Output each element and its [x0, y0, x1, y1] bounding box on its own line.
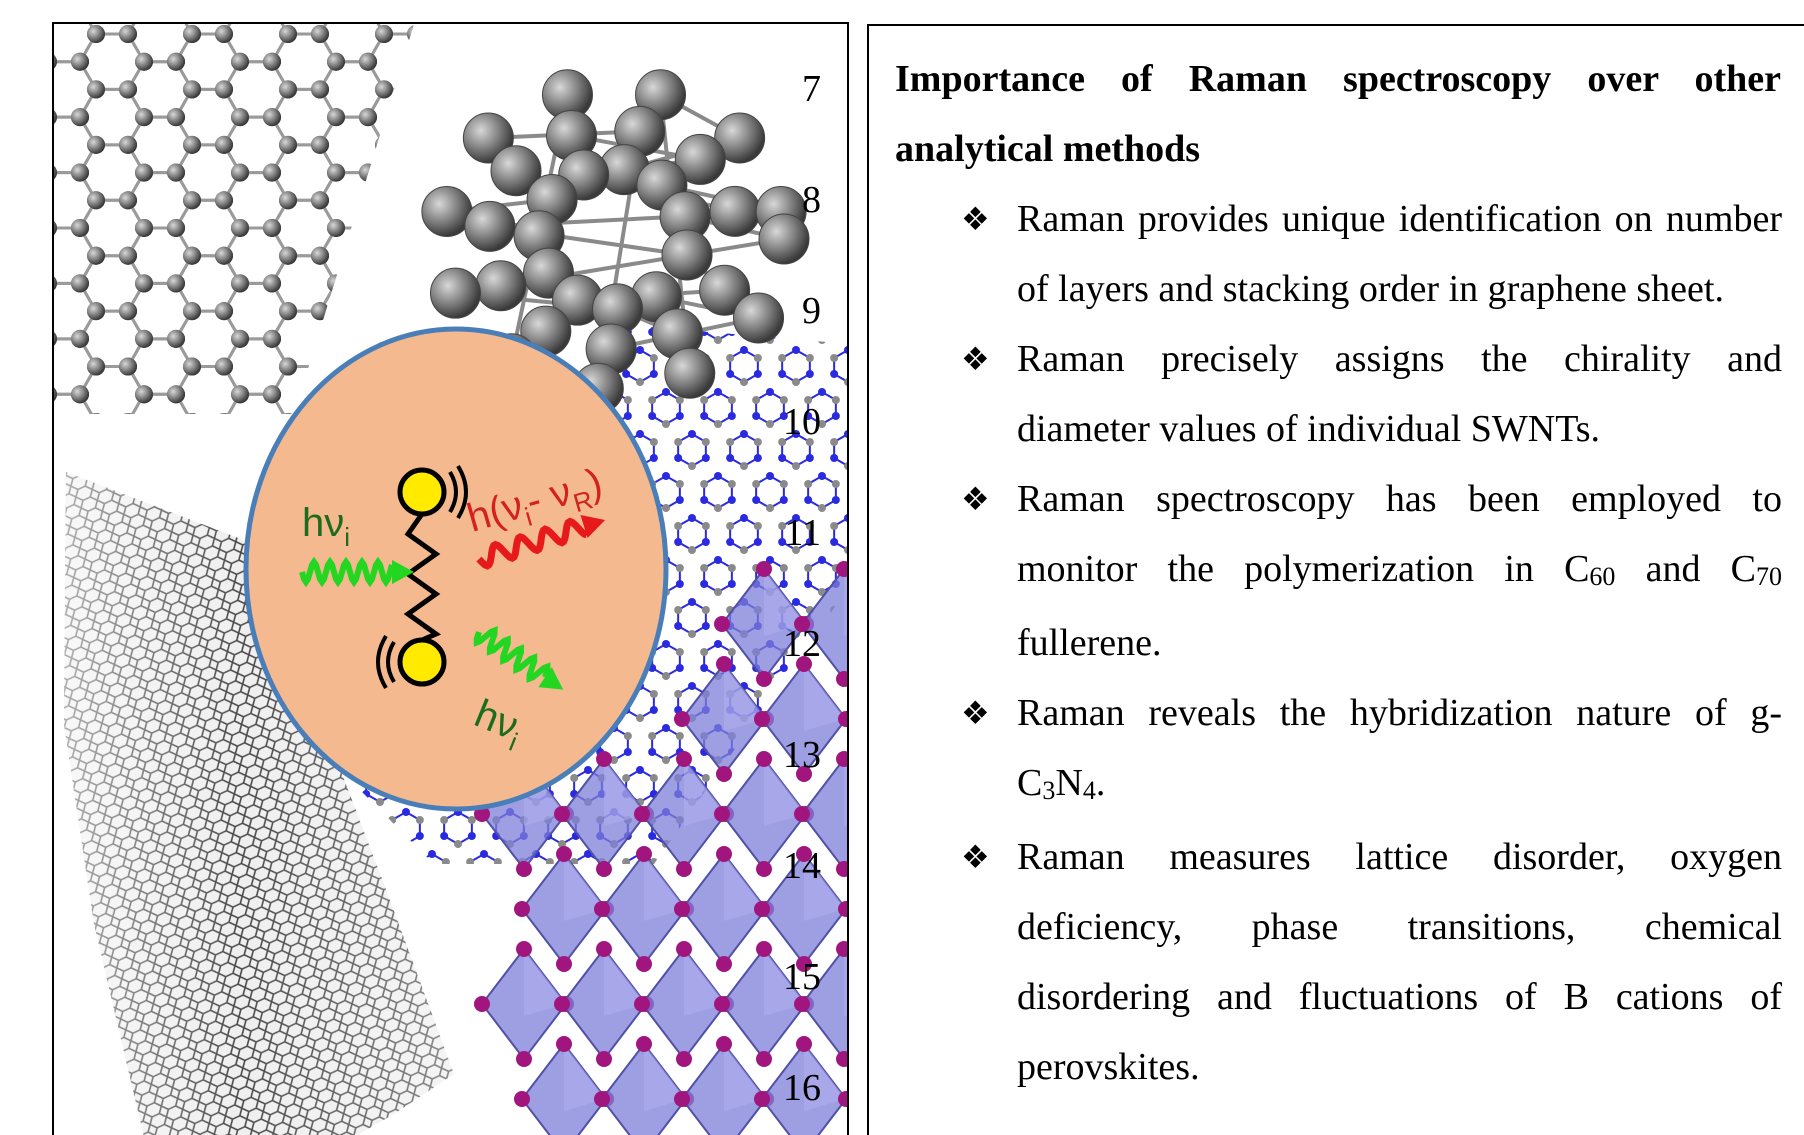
bullet-diamond-icon: ❖: [961, 481, 990, 517]
incident-photon-label: hνi: [302, 501, 350, 552]
section-heading: Importance of Raman spectroscopy over ot…: [895, 58, 1781, 170]
figure-panel: hνi hνi h(νi- νR): [52, 22, 849, 1135]
bullet-text: Raman precisely assigns the chirality an…: [1017, 338, 1782, 450]
bullet-text: Raman provides unique identification on …: [1017, 198, 1782, 310]
bullet-text: Raman spectroscopy has been employed to …: [1017, 478, 1782, 664]
bullet-diamond-icon: ❖: [961, 839, 990, 875]
bullet-diamond-icon: ❖: [961, 695, 990, 731]
bullet-list: ❖ Raman provides unique identification o…: [869, 184, 1804, 1102]
scattered-photon-wave: [473, 626, 564, 690]
perovskite-lattice: [474, 561, 847, 1135]
raman-photon-wave: [476, 515, 606, 570]
list-item: ❖ Raman spectroscopy has been employed t…: [869, 464, 1804, 678]
bullet-diamond-icon: ❖: [961, 201, 990, 237]
list-item: ❖ Raman measures lattice disorder, oxyge…: [869, 822, 1804, 1102]
list-item: ❖ Raman reveals the hybridization nature…: [869, 678, 1804, 822]
carbon-nanotube: [64, 472, 454, 1135]
bullet-diamond-icon: ❖: [961, 341, 990, 377]
text-panel: Importance of Raman spectroscopy over ot…: [867, 24, 1804, 1135]
vibrating-molecule: [376, 464, 468, 690]
list-item: ❖ Raman precisely assigns the chirality …: [869, 324, 1804, 464]
list-item: ❖ Raman provides unique identification o…: [869, 184, 1804, 324]
bullet-text: Raman measures lattice disorder, oxygen …: [1017, 836, 1782, 1088]
raman-scattering-figure: hνi hνi h(νi- νR): [54, 24, 847, 1135]
incident-photon-wave: [299, 556, 414, 588]
bullet-text: Raman reveals the hybridization nature o…: [1017, 692, 1782, 805]
